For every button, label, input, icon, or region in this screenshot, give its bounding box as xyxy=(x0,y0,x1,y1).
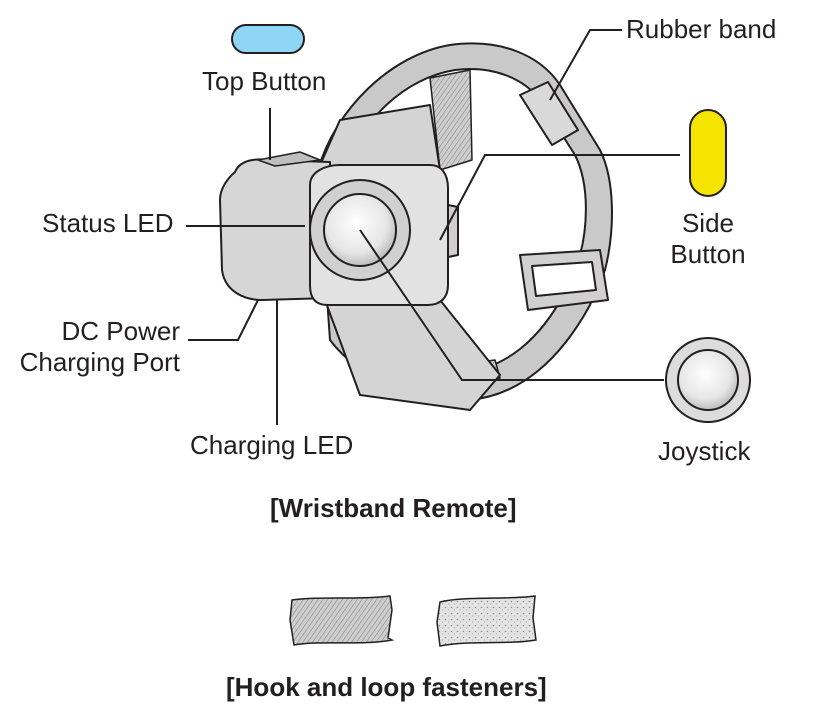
fasteners-caption: [Hook and loop fasteners] xyxy=(226,672,547,702)
dc-power-label-line1: DC Power xyxy=(61,316,180,346)
rubber-band-label: Rubber band xyxy=(626,14,777,44)
joystick-icon xyxy=(665,337,751,423)
side-button-label-line2: Button xyxy=(670,239,746,270)
top-button-icon xyxy=(231,24,305,54)
status-led-label: Status LED xyxy=(42,208,174,238)
side-button-icon xyxy=(689,109,727,197)
wristband-caption: [Wristband Remote] xyxy=(270,493,517,523)
hook-fastener-icon xyxy=(289,595,395,646)
side-button-label-line1: Side xyxy=(681,208,735,238)
dc-power-label-line2: Charging Port xyxy=(19,347,180,378)
joystick-label: Joystick xyxy=(658,436,751,466)
side-button-label: Side Button xyxy=(668,208,748,270)
leader-lines xyxy=(186,29,680,425)
charging-led-label: Charging LED xyxy=(190,430,354,460)
dc-power-label: DC Power Charging Port xyxy=(8,316,180,378)
loop-fastener-icon xyxy=(436,595,537,647)
top-button-label: Top Button xyxy=(202,66,327,96)
